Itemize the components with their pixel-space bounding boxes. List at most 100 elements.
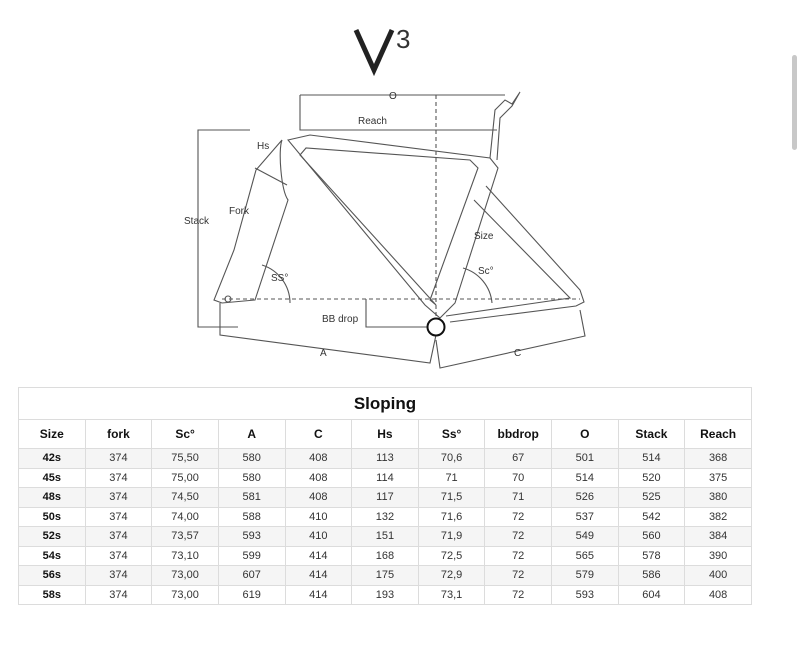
- table-cell: 578: [617, 545, 686, 566]
- table-cell: 374: [84, 487, 153, 508]
- size-cell: 52s: [18, 526, 86, 547]
- table-cell: 619: [217, 584, 286, 605]
- table-cell: 408: [284, 487, 353, 508]
- label-sc: Sc°: [478, 266, 494, 277]
- column-header: bbdrop: [484, 419, 552, 449]
- table-cell: 74,50: [151, 487, 219, 508]
- table-cell: 414: [284, 545, 353, 566]
- table-cell: 72: [484, 584, 552, 605]
- table-cell: 71,5: [417, 487, 486, 508]
- table-cell: 71,9: [417, 526, 486, 547]
- table-cell: 380: [684, 487, 752, 508]
- table-cell: 132: [351, 506, 419, 527]
- label-hs: Hs: [257, 141, 269, 152]
- table-cell: 374: [84, 526, 153, 547]
- table-cell: 410: [284, 526, 353, 547]
- table-cell: 542: [617, 506, 686, 527]
- table-cell: 117: [351, 487, 419, 508]
- table-cell: 368: [684, 448, 752, 469]
- table-cell: 408: [284, 467, 353, 488]
- table-title: Sloping: [18, 387, 752, 419]
- size-cell: 48s: [18, 487, 86, 508]
- column-header: Stack: [617, 419, 686, 449]
- table-cell: 525: [617, 487, 686, 508]
- table-cell: 580: [217, 467, 286, 488]
- label-o: O: [389, 91, 397, 102]
- table-cell: 114: [351, 467, 419, 488]
- table-cell: 390: [684, 545, 752, 566]
- table-cell: 560: [617, 526, 686, 547]
- label-c: C: [514, 348, 521, 359]
- table-cell: 607: [217, 565, 286, 586]
- table-cell: 67: [484, 448, 552, 469]
- column-header: fork: [84, 419, 153, 449]
- table-cell: 414: [284, 584, 353, 605]
- table-cell: 75,00: [151, 467, 219, 488]
- table-cell: 73,00: [151, 565, 219, 586]
- table-cell: 408: [284, 448, 353, 469]
- table-cell: 384: [684, 526, 752, 547]
- table-cell: 410: [284, 506, 353, 527]
- table-cell: 73,1: [417, 584, 486, 605]
- table-cell: 71: [417, 467, 486, 488]
- table-cell: 374: [84, 448, 153, 469]
- size-cell: 45s: [18, 467, 86, 488]
- table-cell: 593: [551, 584, 619, 605]
- table-cell: 72,9: [417, 565, 486, 586]
- table-cell: 549: [551, 526, 619, 547]
- table-cell: 604: [617, 584, 686, 605]
- table-cell: 374: [84, 506, 153, 527]
- table-cell: 374: [84, 545, 153, 566]
- table-cell: 537: [551, 506, 619, 527]
- table-cell: 74,00: [151, 506, 219, 527]
- size-cell: 56s: [18, 565, 86, 586]
- table-cell: 374: [84, 584, 153, 605]
- label-fork: Fork: [229, 206, 250, 217]
- table-cell: 382: [684, 506, 752, 527]
- label-ss: SS°: [271, 273, 288, 284]
- size-cell: 42s: [18, 448, 86, 469]
- scrollbar[interactable]: [792, 55, 797, 150]
- column-header: A: [217, 419, 286, 449]
- column-header: O: [551, 419, 619, 449]
- table-cell: 72: [484, 545, 552, 566]
- frame-geometry-diagram: 3 V3 O Reach Hs: [184, 24, 586, 369]
- table-cell: 73,10: [151, 545, 219, 566]
- table-cell: 70: [484, 467, 552, 488]
- table-cell: 565: [551, 545, 619, 566]
- size-cell: 50s: [18, 506, 86, 527]
- table-cell: 193: [351, 584, 419, 605]
- label-bbdrop: BB drop: [322, 314, 359, 325]
- table-cell: 73,57: [151, 526, 219, 547]
- size-cell: 58s: [18, 584, 86, 605]
- column-header: Hs: [351, 419, 419, 449]
- table-cell: 113: [351, 448, 419, 469]
- table-cell: 580: [217, 448, 286, 469]
- column-header: Ss°: [417, 419, 486, 449]
- column-header: Size: [18, 419, 86, 449]
- table-cell: 593: [217, 526, 286, 547]
- label-reach: Reach: [358, 116, 387, 127]
- table-cell: 514: [551, 467, 619, 488]
- table-cell: 175: [351, 565, 419, 586]
- table-cell: 520: [617, 467, 686, 488]
- logo-superscript: 3: [396, 24, 410, 54]
- table-cell: 408: [684, 584, 752, 605]
- table-cell: 375: [684, 467, 752, 488]
- table-cell: 70,6: [417, 448, 486, 469]
- table-cell: 151: [351, 526, 419, 547]
- table-cell: 374: [84, 565, 153, 586]
- table-cell: 73,00: [151, 584, 219, 605]
- table-cell: 400: [684, 565, 752, 586]
- table-cell: 579: [551, 565, 619, 586]
- table-cell: 514: [617, 448, 686, 469]
